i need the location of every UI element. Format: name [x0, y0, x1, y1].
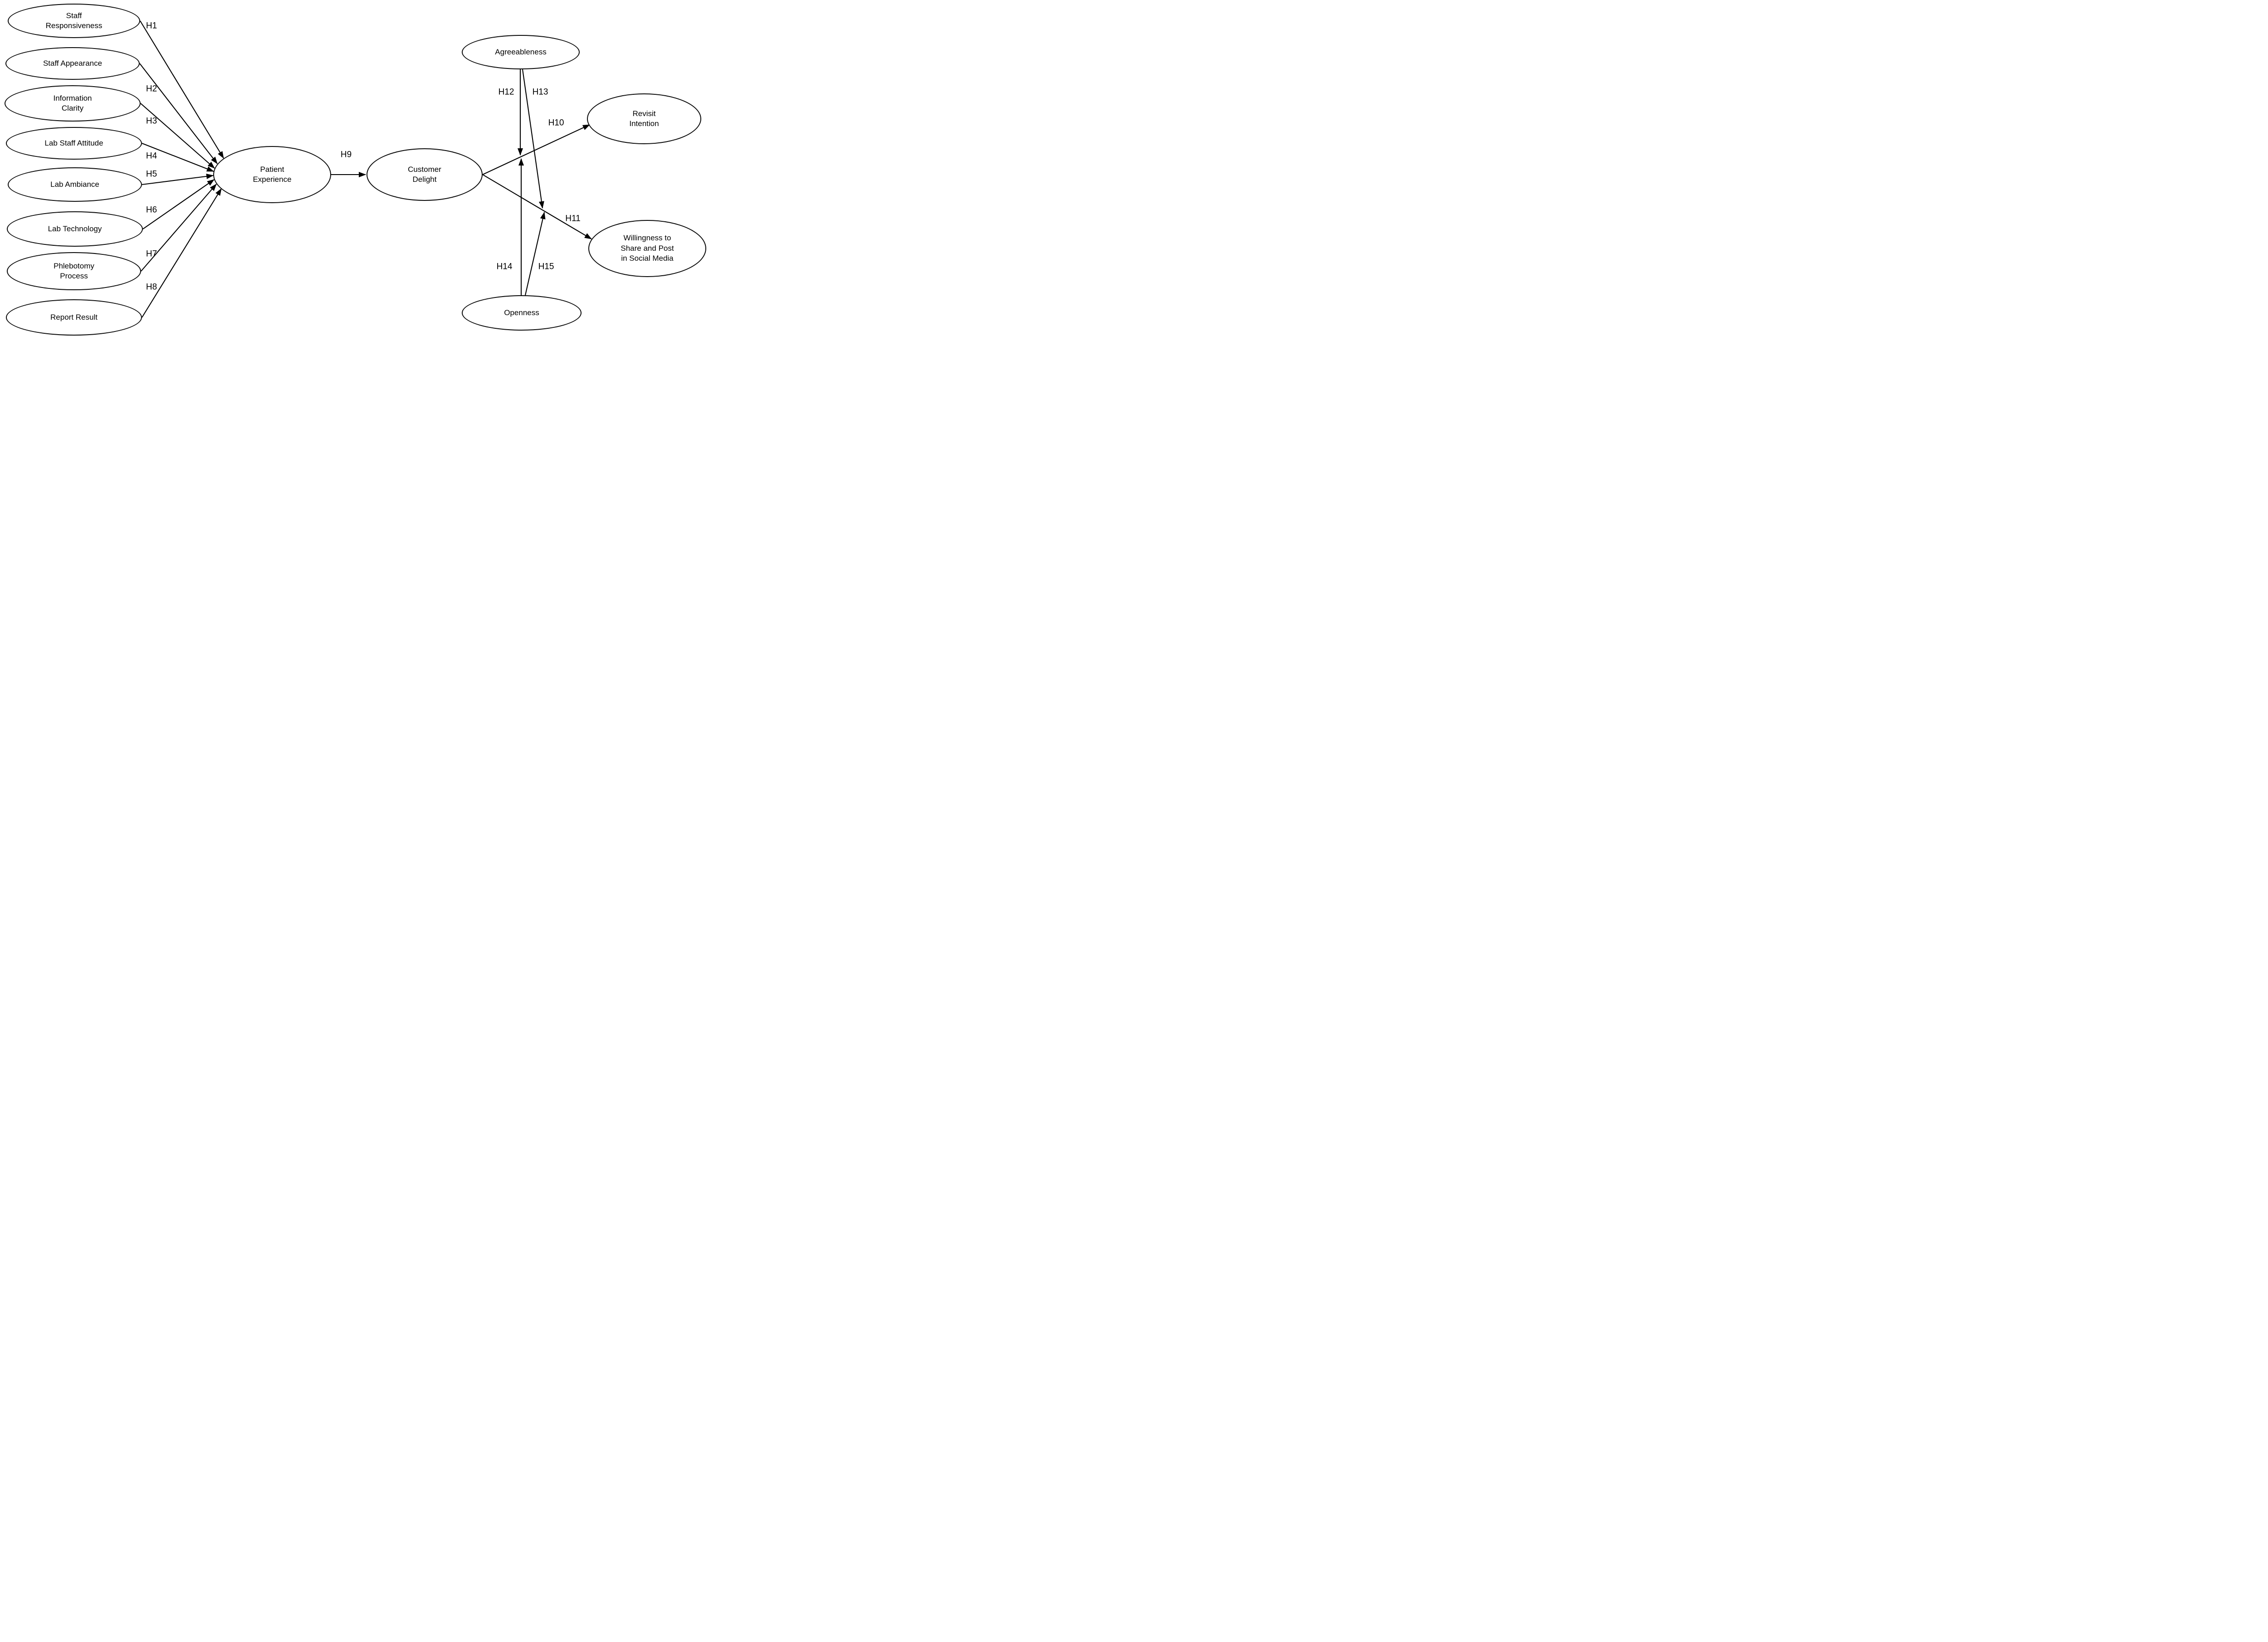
edge-h8-arrow — [142, 188, 222, 318]
node-label-revisit-intention: Revisit Intention — [629, 109, 659, 128]
edge-label-h10: H10 — [548, 118, 564, 128]
node-label-report-result: Report Result — [50, 312, 98, 322]
edge-h1-arrow — [140, 20, 224, 159]
node-label-phlebotomy-process: Phlebotomy Process — [54, 261, 94, 280]
node-revisit-intention: Revisit Intention — [587, 93, 701, 144]
node-lab-staff-attitude: Lab Staff Attitude — [6, 127, 142, 160]
edge-h2-arrow — [139, 63, 218, 164]
edge-label-h8: H8 — [146, 282, 157, 292]
edge-h4-arrow — [142, 143, 214, 172]
node-label-customer-delight: Customer Delight — [408, 165, 441, 184]
node-agreeableness: Agreeableness — [462, 35, 580, 69]
edge-label-h4: H4 — [146, 151, 157, 161]
node-label-staff-responsiveness: Staff Responsiveness — [45, 11, 103, 30]
edge-h11-arrow — [482, 174, 592, 239]
node-label-willingness-share-post: Willingness to Share and Post in Social … — [621, 234, 674, 263]
node-label-lab-ambiance: Lab Ambiance — [50, 180, 99, 189]
edge-h5-arrow — [142, 173, 214, 185]
node-staff-appearance: Staff Appearance — [5, 47, 140, 80]
edge-label-h15: H15 — [538, 262, 554, 272]
node-label-information-clarity: Information Clarity — [53, 93, 92, 112]
edge-h7-arrow — [141, 184, 217, 272]
node-label-agreeableness: Agreeableness — [495, 47, 547, 56]
node-label-lab-staff-attitude: Lab Staff Attitude — [44, 138, 103, 147]
edge-label-h5: H5 — [146, 169, 157, 179]
edge-h6-arrow — [142, 179, 215, 229]
edge-label-h11: H11 — [565, 214, 581, 224]
edge-label-h6: H6 — [146, 205, 157, 215]
edge-h3-arrow — [140, 103, 215, 169]
node-label-patient-experience: Patient Experience — [253, 165, 292, 184]
node-report-result: Report Result — [6, 299, 142, 336]
node-lab-technology: Lab Technology — [7, 211, 143, 247]
node-openness: Openness — [462, 295, 582, 331]
edge-label-h9: H9 — [340, 150, 352, 160]
edge-h13-arrow — [522, 69, 544, 209]
edge-label-h1: H1 — [146, 21, 157, 31]
node-phlebotomy-process: Phlebotomy Process — [7, 252, 141, 290]
edge-label-h12: H12 — [498, 87, 514, 97]
node-patient-experience: Patient Experience — [213, 146, 331, 203]
edge-label-h14: H14 — [496, 262, 513, 272]
edge-h15-arrow — [524, 212, 546, 296]
node-label-staff-appearance: Staff Appearance — [43, 58, 103, 68]
node-lab-ambiance: Lab Ambiance — [8, 167, 142, 202]
edge-h10-arrow — [482, 124, 590, 175]
node-information-clarity: Information Clarity — [5, 85, 141, 122]
node-customer-delight: Customer Delight — [367, 148, 483, 201]
edge-arrows-layer — [139, 20, 592, 318]
node-label-lab-technology: Lab Technology — [48, 224, 102, 233]
edge-label-h3: H3 — [146, 116, 157, 126]
edge-label-h13: H13 — [532, 87, 548, 97]
node-willingness-share-post: Willingness to Share and Post in Social … — [588, 220, 706, 277]
edge-label-h2: H2 — [146, 84, 157, 94]
edge-label-h7: H7 — [146, 249, 157, 259]
node-label-openness: Openness — [504, 308, 539, 317]
node-staff-responsiveness: Staff Responsiveness — [8, 4, 140, 38]
